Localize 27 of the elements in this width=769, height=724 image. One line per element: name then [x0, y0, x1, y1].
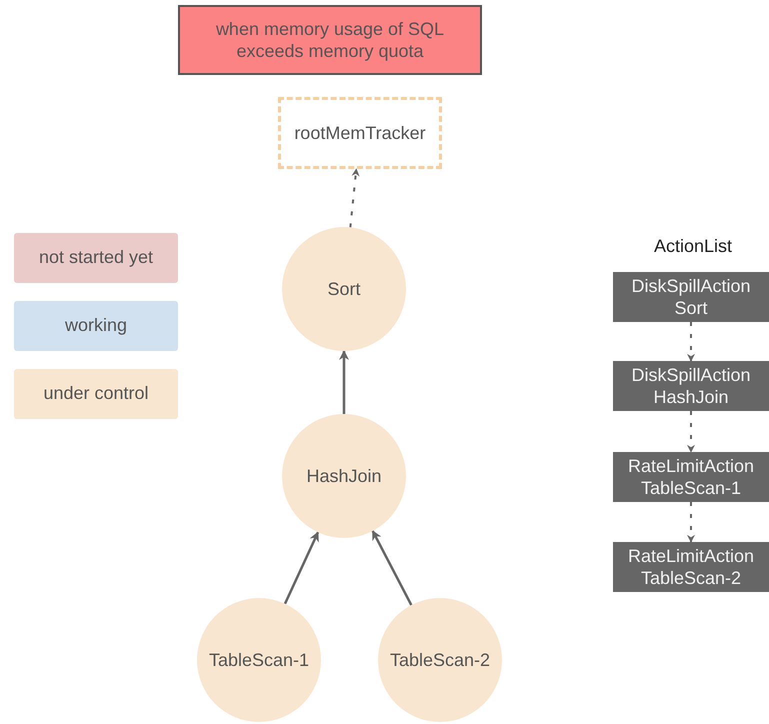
dashed-arrow	[687, 322, 695, 362]
dashed-arrow	[349, 168, 360, 228]
dashed-arrow	[687, 502, 695, 543]
node-label: TableScan-1	[208, 648, 310, 672]
node-label: Sort	[327, 278, 360, 300]
dashed-arrow	[687, 411, 695, 453]
node-label: rootMemTracker	[294, 122, 426, 144]
node-label: when memory usage of SQL exceeds memory quota	[214, 18, 446, 62]
arrow	[284, 531, 320, 604]
action-box	[613, 361, 769, 411]
node-label: TableScan-2	[390, 648, 490, 672]
legend-label: working	[64, 315, 128, 336]
node-label: HashJoin	[306, 464, 382, 488]
action-box	[613, 452, 769, 502]
node-label: RateLimitAction TableScan-1	[626, 454, 756, 500]
arrow	[372, 530, 412, 606]
action-box	[613, 272, 769, 322]
node-label: DiskSpillAction HashJoin	[630, 364, 752, 408]
action-box	[613, 542, 769, 592]
tracker-box	[278, 97, 442, 169]
arrow	[339, 350, 349, 414]
list-heading: ActionList	[652, 236, 734, 257]
node-label: DiskSpillAction Sort	[630, 274, 752, 320]
legend-label: not started yet	[38, 247, 154, 268]
condition-box	[178, 5, 482, 75]
node-label: RateLimitAction TableScan-2	[626, 544, 756, 590]
legend-label: under control	[42, 383, 150, 404]
